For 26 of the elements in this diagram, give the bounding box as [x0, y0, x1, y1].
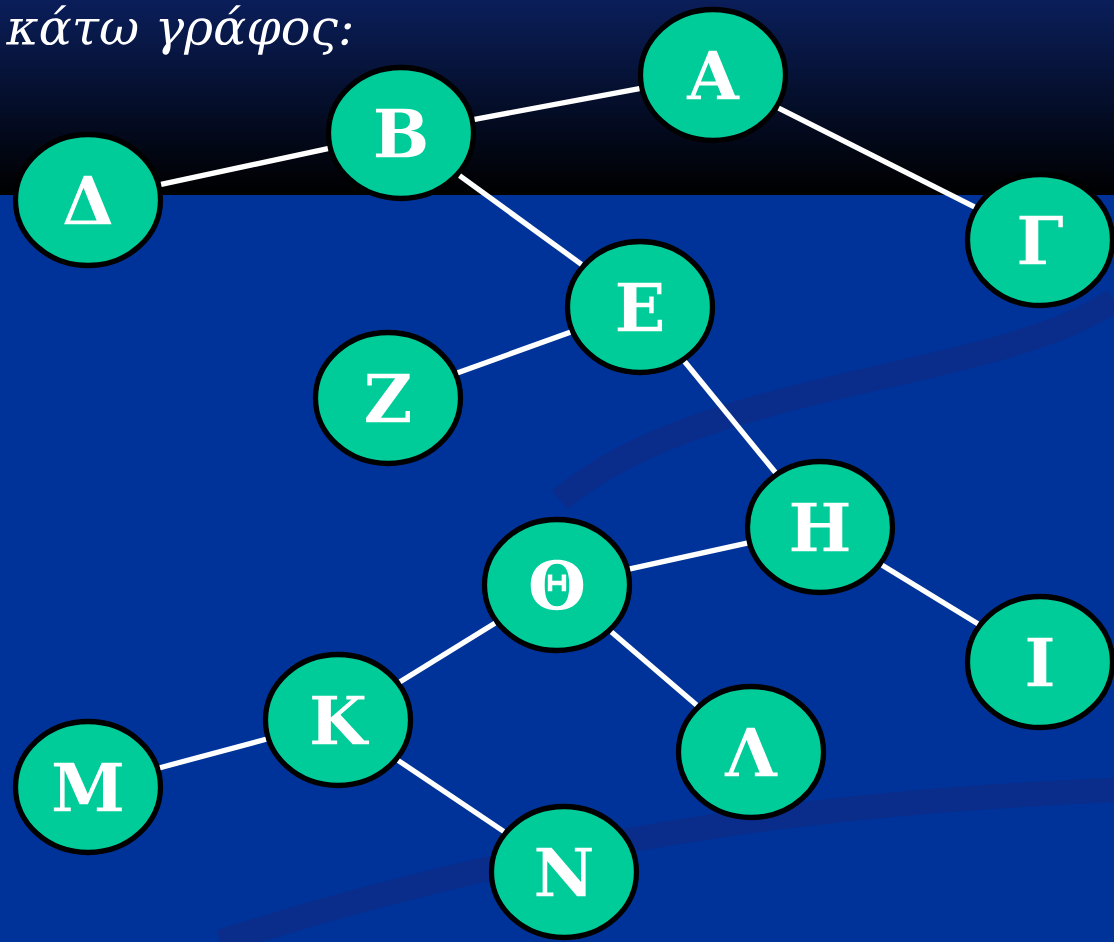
graph-vertex: Η: [744, 458, 896, 596]
edge-line: [609, 629, 699, 708]
graph-vertex: Ζ: [312, 329, 464, 467]
edge-line: [474, 86, 640, 122]
edge-line: [456, 329, 572, 376]
graph-vertex: Ν: [488, 803, 640, 941]
graph-vertex: Λ: [675, 683, 827, 821]
edge-line: [160, 146, 329, 187]
graph-vertex: Α: [637, 6, 789, 144]
graph-vertex: Ι: [964, 593, 1114, 731]
edge-line: [458, 173, 583, 267]
edge-line: [682, 360, 778, 474]
edge-line: [880, 562, 980, 627]
heading: κάτω γράφος:: [5, 5, 351, 55]
graph-vertex: Ε: [564, 238, 716, 376]
edge-line: [396, 758, 506, 834]
graph-vertex: Γ: [964, 171, 1114, 309]
graph-vertex: Μ: [12, 718, 164, 856]
graph-vertex: Θ: [481, 516, 633, 654]
graph-vertex: Κ: [262, 651, 414, 789]
edge-line: [777, 105, 976, 210]
graph-vertex: Β: [325, 64, 477, 202]
edge-line: [159, 736, 267, 771]
edge-line: [629, 540, 748, 572]
edge-line: [398, 621, 497, 684]
graph-vertex: Δ: [12, 131, 164, 269]
